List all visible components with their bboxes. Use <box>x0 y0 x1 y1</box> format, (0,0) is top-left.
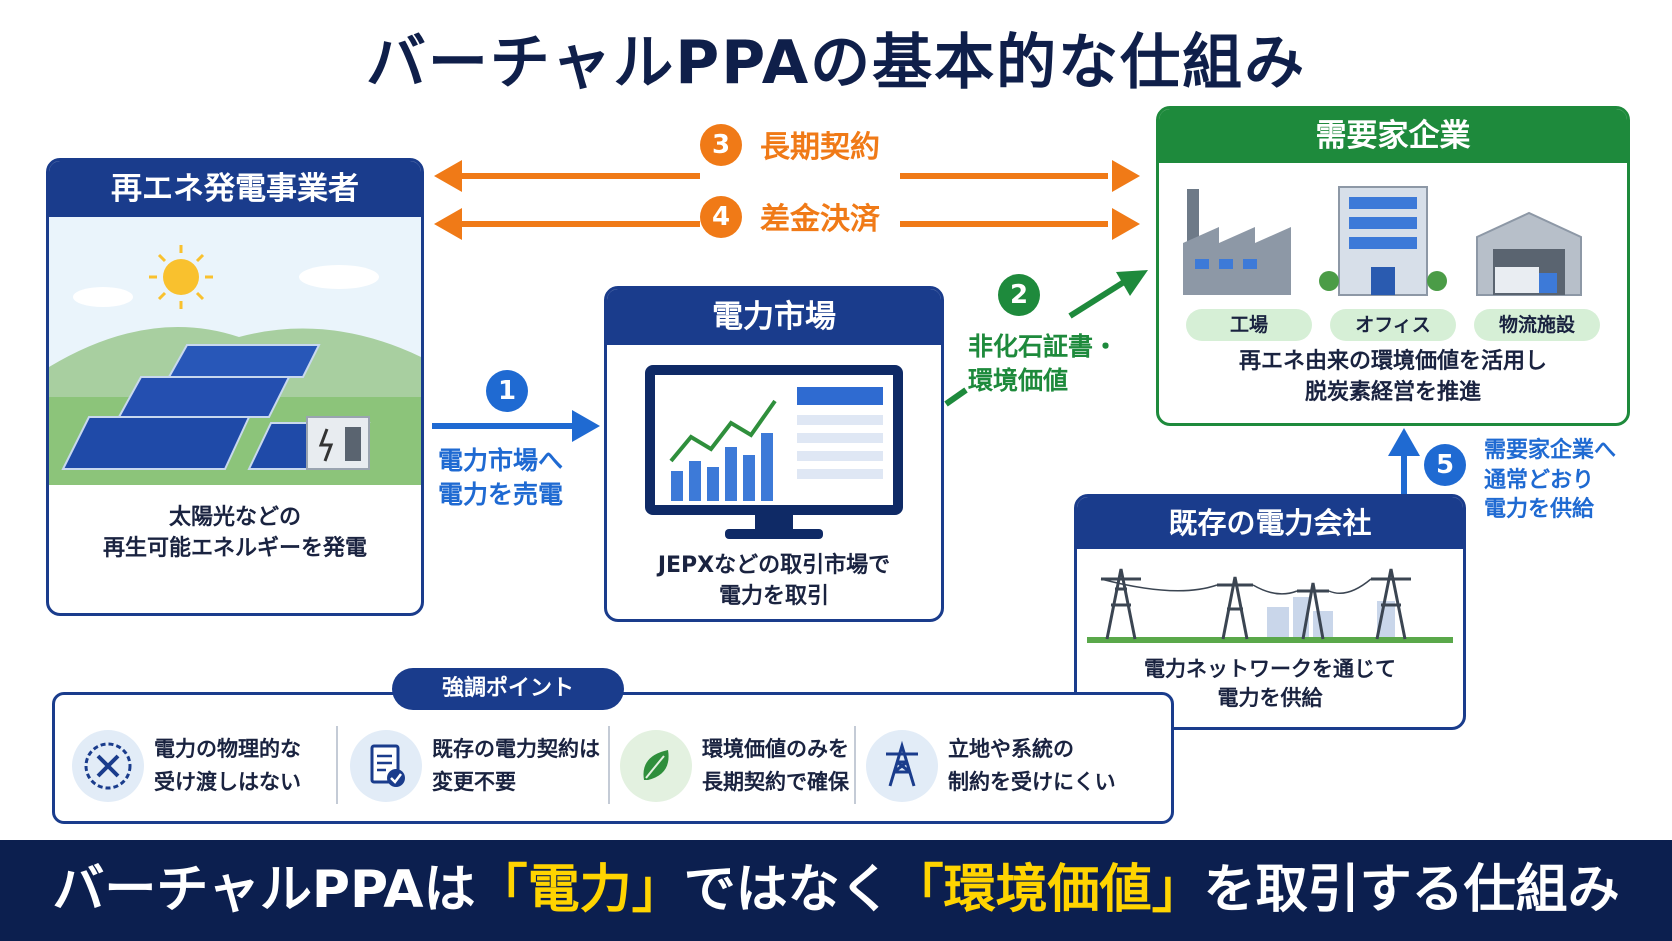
flow-1-label-line1: 電力市場へ <box>438 446 564 475</box>
demand-heading: 需要家企業 <box>1159 109 1627 163</box>
point-4-line1: 立地や系統の <box>948 737 1074 762</box>
sun-icon <box>149 245 213 309</box>
point-2-line1: 既存の電力契約は <box>432 737 600 762</box>
banner-text-2: ではなく <box>683 860 892 920</box>
demand-text-line1: 再エネ由来の環境価値を活用し <box>1238 349 1547 374</box>
key-points-panel <box>52 692 1174 824</box>
power-lines-illustration <box>1077 549 1463 649</box>
chip-office: オフィス <box>1330 309 1456 341</box>
flow-4-label: 差金決済 <box>760 202 880 237</box>
banner-text-3: を取引する仕組み <box>1203 860 1620 920</box>
utility-text-line2: 電力を供給 <box>1217 686 1323 711</box>
power-tower-icon <box>866 730 938 802</box>
leaf-icon <box>620 730 692 802</box>
key-points-tag: 強調ポイント <box>392 668 624 710</box>
solar-farm-illustration <box>49 217 421 485</box>
no-physical-transfer-icon <box>72 730 144 802</box>
market-description: JEPXなどの取引市場で 電力を取引 <box>607 551 941 613</box>
point-item-1: 電力の物理的な 受け渡しはない <box>72 722 301 810</box>
market-text-line1: JEPXなどの取引市場で <box>657 553 891 578</box>
generator-text-line1: 太陽光などの <box>168 505 301 530</box>
flow-2-number: 2 <box>998 274 1040 316</box>
market-box: 電力市場 JEPXなどの取引市場で 電力を取引 <box>604 286 944 622</box>
point-item-2: 既存の電力契約は 変更不要 <box>350 722 600 810</box>
generator-text-line2: 再生可能エネルギーを発電 <box>102 535 367 561</box>
generator-heading: 再エネ発電事業者 <box>49 161 421 217</box>
bar-chart-icon <box>669 399 777 501</box>
point-3-line1: 環境価値のみを <box>702 737 849 762</box>
point-item-3: 環境価値のみを 長期契約で確保 <box>620 722 849 810</box>
flow-3-arrow <box>434 160 1140 192</box>
warehouse-icon <box>1476 211 1582 296</box>
utility-box: 既存の電力会社 電力ネットワークを通じて 電力を供給 <box>1074 494 1466 730</box>
demand-text-line2: 脱炭素経営を推進 <box>1304 379 1481 405</box>
facility-chips: 工場 オフィス 物流施設 <box>1159 309 1627 341</box>
utility-text-line1: 電力ネットワークを通じて <box>1144 657 1396 681</box>
flow-5-label-line1: 需要家企業へ <box>1484 438 1617 463</box>
office-icon <box>1319 186 1447 296</box>
flow-5-arrow <box>1388 428 1420 494</box>
flow-5-number: 5 <box>1424 444 1466 486</box>
flow-4-arrow <box>434 208 1140 240</box>
flow-5-label-line2: 通常どおり <box>1484 467 1595 493</box>
flow-3-label: 長期契約 <box>760 130 880 165</box>
demand-company-box: 需要家企業 工場 オフィス 物流施設 再エネ由来の環境 <box>1156 106 1630 426</box>
page-title: バーチャルPPAの基本的な仕組み <box>365 28 1307 98</box>
flow-1-arrow <box>432 410 600 442</box>
flow-5-label-line3: 電力を供給 <box>1484 497 1595 523</box>
point-1-line2: 受け渡しはない <box>154 770 301 794</box>
market-text-line2: 電力を取引 <box>718 583 829 609</box>
divider <box>608 726 610 804</box>
banner-text-1: バーチャルPPAは <box>52 860 476 920</box>
factory-icon <box>1183 189 1291 295</box>
flow-1-label: 電力市場へ 電力を売電 <box>438 444 563 512</box>
monitor-chart-illustration <box>645 365 903 539</box>
flow-2-label: 非化石証書・ 環境価値 <box>968 330 1118 398</box>
generator-box: 再エネ発電事業者 太陽光などの 再生可能エネ <box>46 158 424 616</box>
inverter-icon <box>306 416 370 470</box>
flow-1-number: 1 <box>486 370 528 412</box>
generator-description: 太陽光などの 再生可能エネルギーを発電 <box>49 503 421 565</box>
market-heading: 電力市場 <box>607 289 941 345</box>
utility-heading: 既存の電力会社 <box>1077 497 1463 549</box>
point-1-line1: 電力の物理的な <box>154 737 301 762</box>
point-3-line2: 長期契約で確保 <box>702 770 849 794</box>
flow-2-arrow <box>944 270 1148 407</box>
banner-highlight-env-value: 「環境価値」 <box>891 860 1204 920</box>
summary-banner: バーチャルPPAは「電力」ではなく「環境価値」を取引する仕組み <box>0 840 1672 941</box>
divider <box>854 726 856 804</box>
flow-2-label-line1: 非化石証書・ <box>968 332 1119 361</box>
flow-3-number: 3 <box>700 124 742 166</box>
document-check-icon <box>350 730 422 802</box>
demand-description: 再エネ由来の環境価値を活用し 脱炭素経営を推進 <box>1159 347 1627 409</box>
divider <box>336 726 338 804</box>
utility-description: 電力ネットワークを通じて 電力を供給 <box>1077 655 1463 714</box>
flow-5-label: 需要家企業へ 通常どおり 電力を供給 <box>1484 436 1616 525</box>
point-4-line2: 制約を受けにくい <box>948 770 1116 794</box>
facilities-illustration <box>1183 186 1582 296</box>
flow-4-number: 4 <box>700 196 742 238</box>
point-item-4: 立地や系統の 制約を受けにくい <box>866 722 1116 810</box>
flow-1-label-line2: 電力を売電 <box>438 479 564 509</box>
banner-highlight-power: 「電力」 <box>475 860 684 920</box>
point-2-line2: 変更不要 <box>432 770 516 794</box>
chip-logistics: 物流施設 <box>1474 309 1600 341</box>
chip-factory: 工場 <box>1186 309 1312 341</box>
power-tower-icons <box>1100 568 1411 640</box>
flow-2-label-line2: 環境価値 <box>968 365 1069 395</box>
